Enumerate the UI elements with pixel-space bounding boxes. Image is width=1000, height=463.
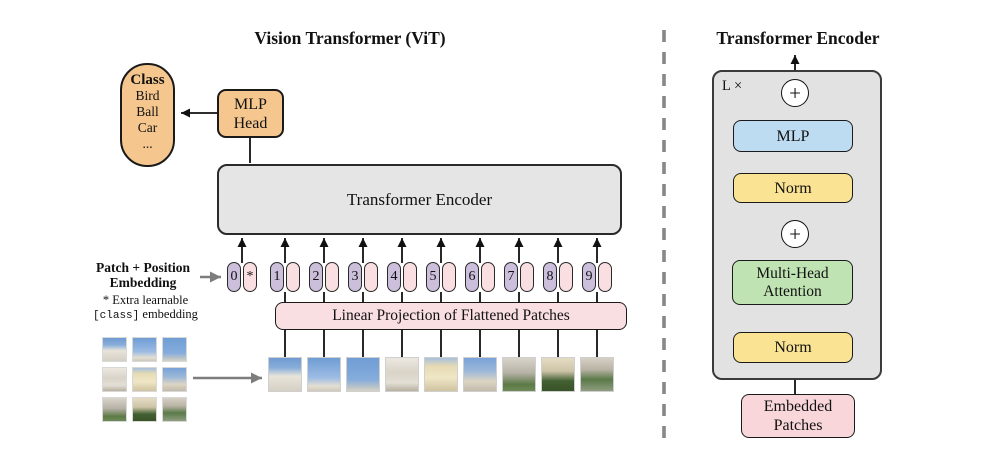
- footnote-code: [class]: [93, 310, 140, 322]
- multi-head-attention-block: Multi-Head Attention: [732, 260, 853, 305]
- image-patch-3: [346, 357, 380, 392]
- token-6: 6: [465, 262, 495, 292]
- token-2: 2: [309, 262, 339, 292]
- mlp-head-box: MLP Head: [217, 89, 284, 138]
- patch-embedding-pill: [598, 262, 612, 292]
- grid-patch-1: [102, 337, 127, 362]
- token-5: 5: [426, 262, 456, 292]
- patch-embedding-pill: [364, 262, 378, 292]
- position-embedding-pill: 9: [582, 262, 596, 292]
- grid-patch-6: [162, 367, 187, 392]
- token-7: 7: [504, 262, 534, 292]
- patch-embedding-pill: [481, 262, 495, 292]
- image-patch-2: [307, 357, 341, 392]
- transformer-encoder-box: Transformer Encoder: [217, 164, 622, 235]
- class-output-pill: Class Bird Ball Car ...: [120, 63, 175, 167]
- grid-patch-3: [162, 337, 187, 362]
- position-embedding-pill: 5: [426, 262, 440, 292]
- grid-patch-7: [102, 397, 127, 422]
- residual-add-bottom: +: [781, 220, 809, 248]
- right-title: Transformer Encoder: [716, 28, 880, 48]
- token-0: 0*: [227, 262, 257, 292]
- image-patch-7: [502, 357, 536, 392]
- mlp-block: MLP: [733, 120, 853, 152]
- image-patch-1: [268, 357, 302, 392]
- footnote-line1: * Extra learnable: [102, 293, 189, 307]
- linear-projection-box: Linear Projection of Flattened Patches: [275, 302, 627, 330]
- patch-embedding-pill: [559, 262, 573, 292]
- position-embedding-pill: 1: [270, 262, 284, 292]
- class-token-footnote: * Extra learnable [class] embedding: [78, 293, 213, 323]
- token-8: 8: [543, 262, 573, 292]
- mha-label-line1: Multi-Head: [756, 264, 829, 282]
- norm-block-top: Norm: [733, 173, 853, 203]
- patch-embedding-pill: [286, 262, 300, 292]
- patch-embedding-pill: [520, 262, 534, 292]
- position-embedding-pill: 8: [543, 262, 557, 292]
- patch-embedding-pill: [403, 262, 417, 292]
- position-embedding-pill: 0: [227, 262, 241, 292]
- grid-patch-4: [102, 367, 127, 392]
- position-embedding-pill: 4: [387, 262, 401, 292]
- footnote-rest: embedding: [139, 307, 198, 321]
- position-embedding-pill: 7: [504, 262, 518, 292]
- grid-patch-2: [132, 337, 157, 362]
- patch-position-line2: Embedding: [109, 275, 177, 290]
- embedded-patches-box: Embedded Patches: [741, 394, 855, 438]
- class-item: Ball: [136, 104, 159, 119]
- layers-count-label: L ×: [722, 78, 743, 94]
- grid-patch-8: [132, 397, 157, 422]
- token-4: 4: [387, 262, 417, 292]
- patch-embedding-pill: [442, 262, 456, 292]
- residual-add-top: +: [781, 79, 809, 107]
- embedded-patches-line1: Embedded: [763, 398, 833, 415]
- class-item: Car: [137, 120, 158, 135]
- image-patch-5: [424, 357, 458, 392]
- image-patch-9: [580, 357, 614, 392]
- mha-label-line2: Attention: [763, 282, 822, 300]
- position-embedding-pill: 6: [465, 262, 479, 292]
- position-embedding-pill: 2: [309, 262, 323, 292]
- plus-icon: +: [789, 80, 801, 105]
- left-title: Vision Transformer (ViT): [254, 28, 446, 48]
- image-patch-4: [385, 357, 419, 392]
- class-heading: Class: [130, 72, 165, 88]
- patch-embedding-pill: *: [243, 262, 257, 292]
- mlp-head-label-line2: Head: [233, 114, 268, 132]
- mlp-head-label-line1: MLP: [234, 95, 267, 113]
- grid-patch-5: [132, 367, 157, 392]
- patch-position-embedding-label: Patch + Position Embedding: [83, 260, 203, 290]
- grid-patch-9: [162, 397, 187, 422]
- class-item: ...: [142, 136, 153, 151]
- token-1: 1: [270, 262, 300, 292]
- token-connector-lines: [237, 238, 602, 358]
- token-3: 3: [348, 262, 378, 292]
- footnote-line2: [class] embedding: [78, 307, 213, 323]
- embedded-patches-line2: Patches: [773, 417, 823, 434]
- plus-icon: +: [789, 221, 801, 246]
- patch-embedding-pill: [325, 262, 339, 292]
- class-item: Bird: [135, 88, 160, 103]
- position-embedding-pill: 3: [348, 262, 362, 292]
- image-patch-6: [463, 357, 497, 392]
- norm-block-bottom: Norm: [733, 332, 853, 363]
- patch-position-line1: Patch + Position: [96, 260, 190, 275]
- image-patch-8: [541, 357, 575, 392]
- token-9: 9: [582, 262, 612, 292]
